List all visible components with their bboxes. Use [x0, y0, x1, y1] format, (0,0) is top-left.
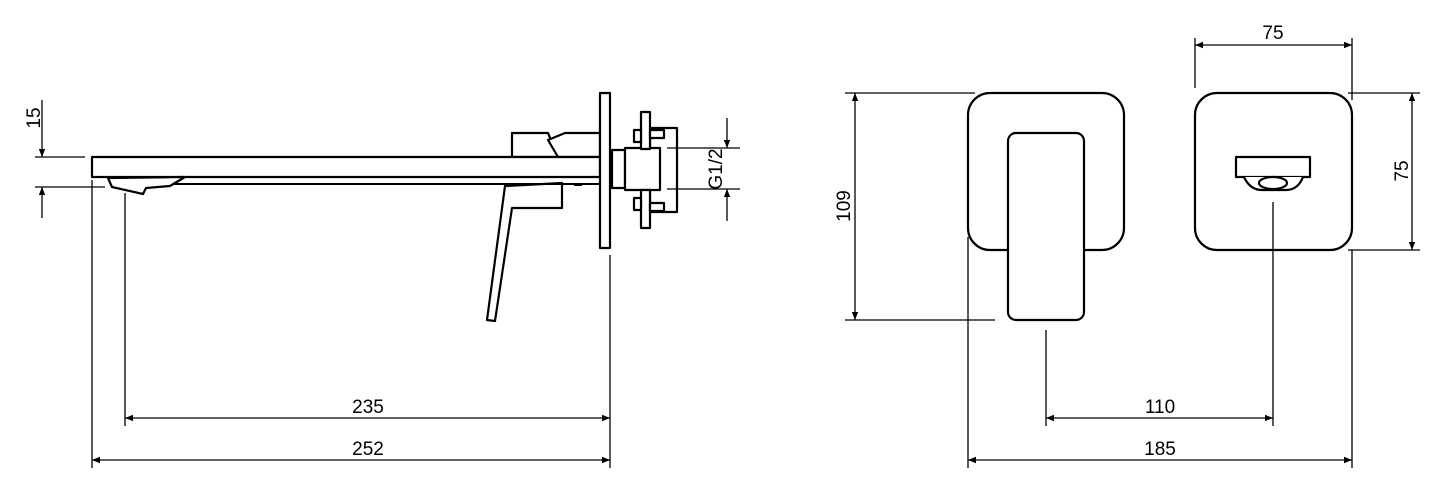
side-view: 15 G1/2 235 252	[24, 91, 740, 468]
dimension-thread: G1/2	[667, 118, 740, 221]
dimension-label-thread: G1/2	[706, 148, 727, 189]
front-view: 109 75 75 110 185	[834, 23, 1420, 468]
dimension-label-235: 235	[352, 397, 384, 418]
dimension-widths: 110 185	[967, 202, 1353, 468]
dimension-plate-width: 75	[1194, 23, 1353, 100]
dimension-projection: 235 252	[91, 180, 611, 468]
wall-plate-side	[598, 91, 612, 250]
dimension-label-75-width: 75	[1262, 23, 1283, 44]
dimension-label-109: 109	[834, 190, 855, 222]
valve-connector	[610, 110, 679, 230]
dimension-spout-height: 15	[24, 100, 105, 218]
dimension-label-185: 185	[1144, 439, 1176, 460]
lever-handle-front	[1006, 131, 1086, 322]
dimension-label-15: 15	[24, 107, 45, 128]
dimension-label-110: 110	[1145, 397, 1175, 418]
spout-outlet-front	[1234, 155, 1312, 192]
dimension-label-252: 252	[352, 439, 384, 460]
dimension-label-75-height: 75	[1392, 160, 1413, 181]
spout-side	[90, 155, 602, 196]
dimension-lever-height: 109	[834, 92, 995, 321]
dimension-plate-height: 75	[1348, 92, 1420, 251]
